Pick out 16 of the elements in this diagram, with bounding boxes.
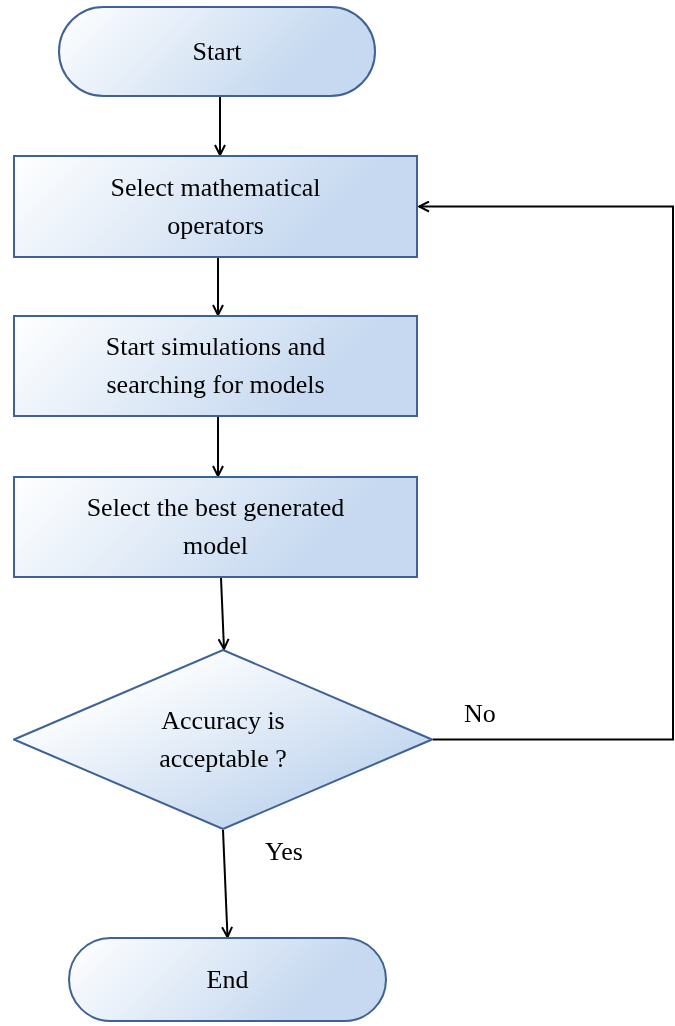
process-box: [13, 315, 418, 417]
arrow: [214, 96, 226, 156]
node-text: End: [206, 963, 249, 996]
arrow: [418, 200, 674, 741]
arrow: [217, 577, 230, 650]
node-text: Start simulations and searching for models: [104, 331, 327, 401]
node-text: Start: [192, 35, 242, 68]
process-box: [13, 476, 418, 578]
node-text: Accuracy is acceptable ?: [158, 704, 288, 775]
node-text: Select mathematical operators: [109, 171, 322, 242]
arrow: [212, 257, 224, 316]
node-text: Select the best generated model: [85, 492, 346, 562]
arrow: [221, 829, 234, 938]
decision-diamond: [13, 649, 433, 830]
process-box: [13, 155, 418, 258]
arrow: [212, 416, 224, 477]
